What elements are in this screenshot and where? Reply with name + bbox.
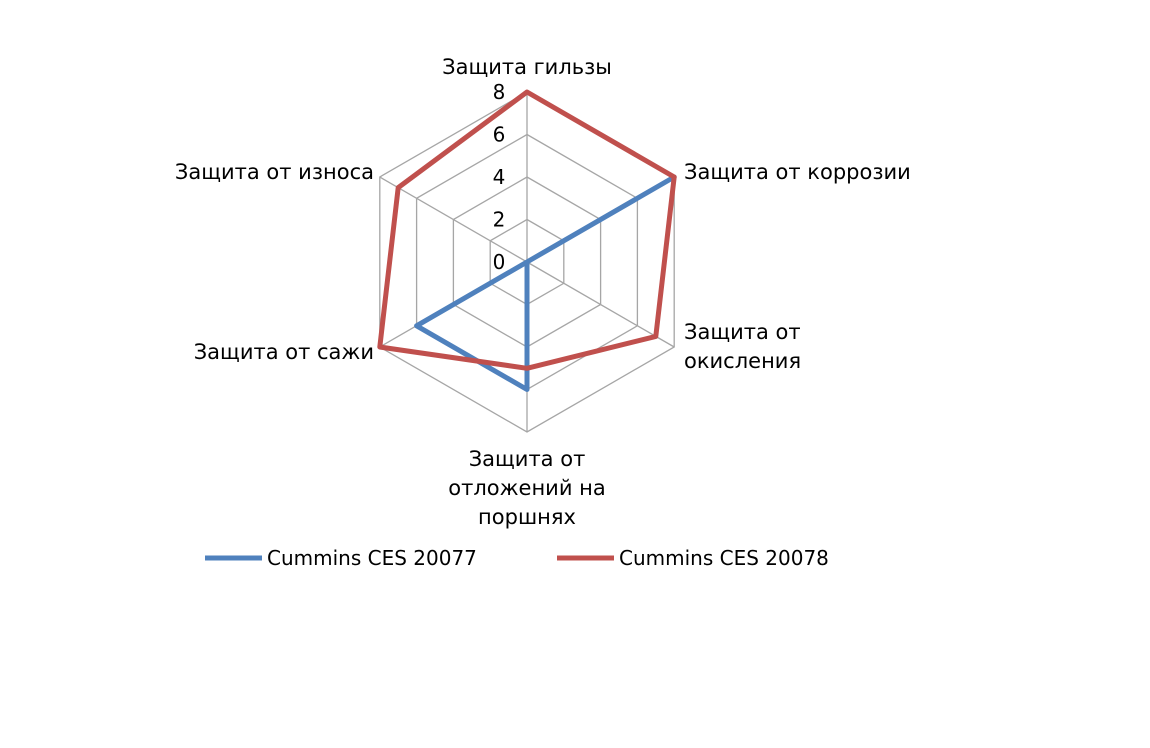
- axis-label-1-line-0: Защита от коррозии: [684, 160, 911, 184]
- radar-series: [377, 89, 677, 392]
- spoke-5: [379, 176, 528, 263]
- axis-label-0-line-0: Защита гильзы: [442, 55, 612, 79]
- axis-label-0: Защита гильзы: [442, 55, 612, 79]
- axis-label-2: Защита от окисления: [684, 320, 801, 373]
- tick-label-8: 8: [493, 80, 506, 104]
- series-line-1: [414, 174, 677, 392]
- tick-label-6: 6: [493, 123, 506, 147]
- legend-label-2: Cummins CES 20078: [619, 546, 829, 570]
- axis-label-3-line-2: поршнях: [478, 505, 576, 529]
- series-line-2: [377, 89, 677, 371]
- legend-label-1: Cummins CES 20077: [267, 546, 477, 570]
- tick-label-0: 0: [493, 250, 506, 274]
- tick-label-4: 4: [493, 165, 506, 189]
- axis-label-4: Защита от сажи: [194, 340, 374, 364]
- tick-label-2: 2: [493, 208, 506, 232]
- axis-label-5: Защита от износа: [175, 160, 374, 184]
- axis-label-4-line-0: Защита от сажи: [194, 340, 374, 364]
- legend: Cummins CES 20077 Cummins CES 20078: [205, 546, 829, 570]
- axis-label-1: Защита от коррозии: [684, 160, 911, 184]
- axis-label-3-line-0: Защита от: [469, 447, 586, 471]
- radar-tick-labels: 0 2 4 6 8: [493, 80, 506, 274]
- axis-label-2-line-0: Защита от: [684, 320, 801, 344]
- axis-label-2-line-1: окисления: [684, 349, 801, 373]
- axis-label-5-line-0: Защита от износа: [175, 160, 374, 184]
- axis-label-3: Защита от отложений на поршнях: [448, 447, 606, 529]
- axis-label-3-line-1: отложений на: [448, 476, 606, 500]
- spoke-2: [526, 261, 675, 348]
